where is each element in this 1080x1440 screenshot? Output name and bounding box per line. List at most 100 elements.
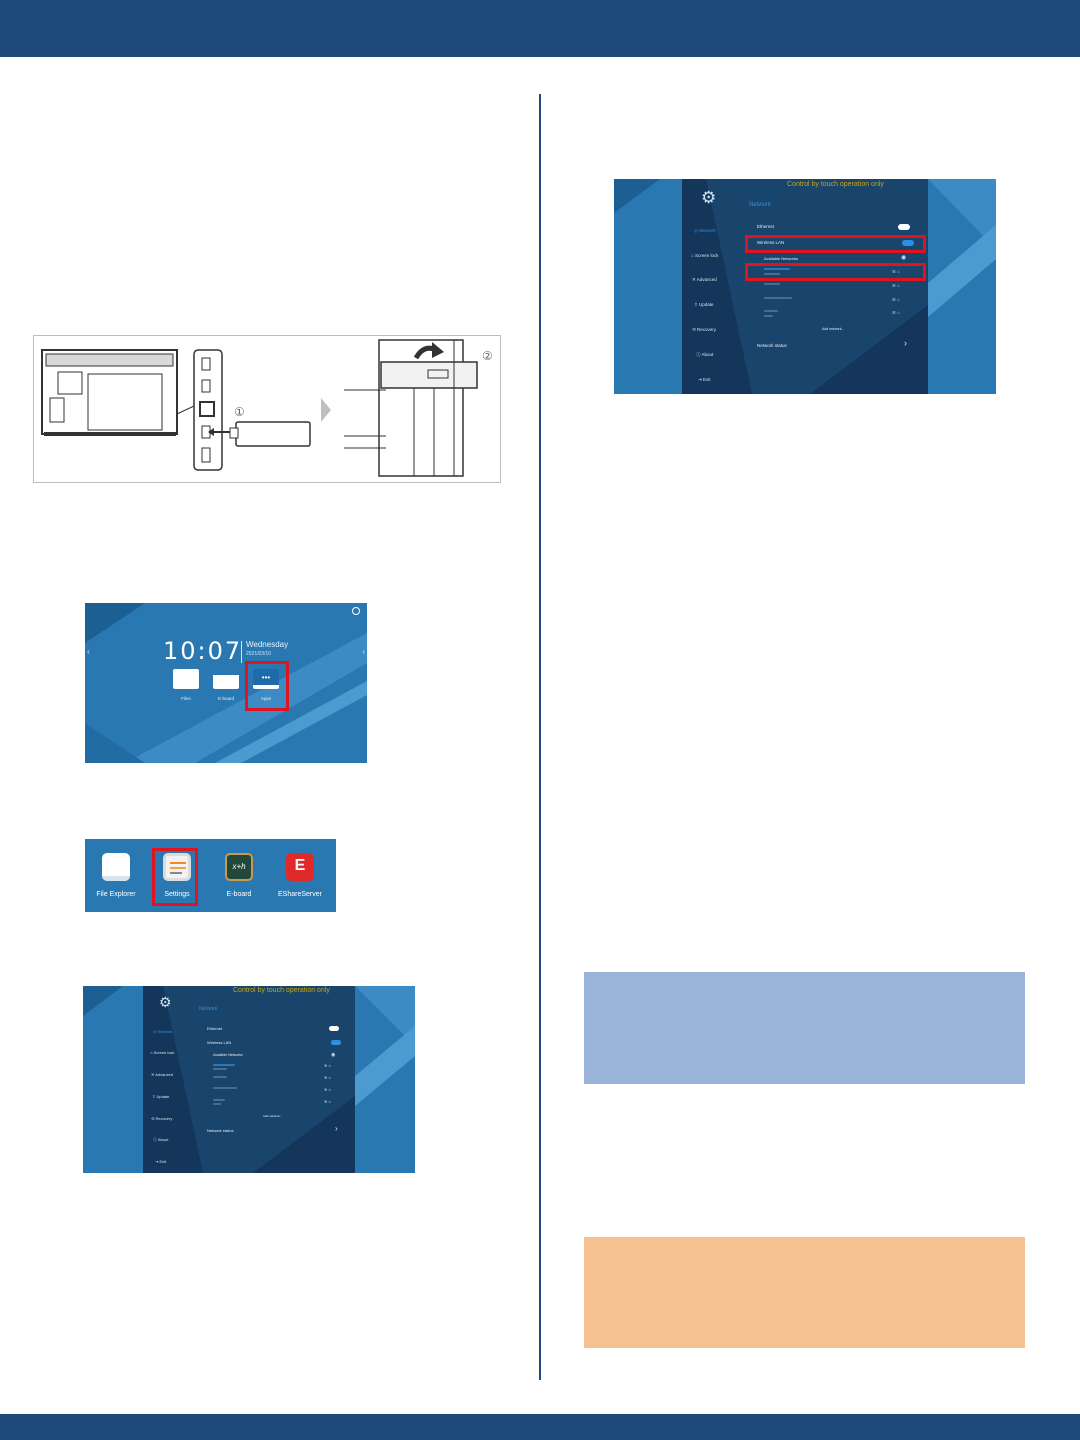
sidebar-item-recovery[interactable]: ⟲ Recovery [692, 327, 716, 333]
settings-screen-large: ⚙ Control by touch operation only Networ… [614, 179, 996, 394]
network-status-label[interactable]: Network status [757, 343, 787, 348]
sidebar-item-about[interactable]: ⓘ About [696, 352, 713, 358]
wifi-signal-icon: ≋ ⌂ [324, 1087, 331, 1092]
network-entry[interactable] [764, 310, 778, 312]
sidebar-item-network[interactable]: ◎ Network [153, 1029, 172, 1034]
panel-shading [163, 986, 355, 1173]
file-explorer-icon [173, 669, 199, 689]
recovery-icon: ⟲ [151, 1116, 156, 1121]
sidebar-item-screen-lock[interactable]: ⌂ Screen lock [691, 253, 718, 258]
settings-icon [163, 853, 191, 881]
sidebar-item-exit[interactable]: ⇥ Exit [698, 377, 711, 383]
visibility-icon[interactable]: ◉ [901, 255, 907, 261]
wifi-signal-icon: ≋ ⌂ [324, 1075, 331, 1080]
app-settings[interactable]: Settings [147, 853, 207, 898]
wireless-toggle[interactable] [902, 240, 914, 246]
note-box-blue [584, 972, 1025, 1084]
settings-background [83, 986, 415, 1106]
wifi-signal-icon: ≋ ⌂ [324, 1063, 331, 1068]
sidebar-item-advanced[interactable]: ✕ Advanced [692, 277, 717, 283]
settings-panel: ⚙ Control by touch operation only Networ… [682, 179, 928, 394]
sidebar-item-about[interactable]: ⓘ About [153, 1137, 168, 1143]
upload-icon: ⇧ [694, 302, 700, 307]
whiteboard-icon [213, 669, 239, 689]
sidebar-item-label: Update [156, 1094, 170, 1099]
info-icon: ⓘ [153, 1137, 158, 1142]
sidebar-item-label: Screen lock [153, 1050, 175, 1055]
hardware-illustration: ① ② [41, 339, 493, 477]
network-entry[interactable] [213, 1068, 227, 1070]
touch-notice: Control by touch operation only [787, 181, 884, 188]
wifi-status-icon[interactable] [352, 607, 360, 615]
home-app-label: Files [181, 696, 191, 701]
sidebar-item-exit[interactable]: ⇥ Exit [155, 1159, 166, 1164]
info-icon: ⓘ [696, 352, 702, 357]
wifi-signal-icon: ≋ ⌂ [892, 310, 900, 315]
sidebar-item-label: Screen lock [694, 253, 719, 258]
globe-icon: ◎ [153, 1029, 158, 1034]
network-entry[interactable] [764, 315, 773, 317]
weekday-label: Wednesday [246, 640, 289, 649]
settings-screen-small: ⚙ Control by touch operation only Networ… [83, 986, 415, 1173]
highlight-apps [245, 661, 289, 711]
network-entry[interactable] [764, 283, 780, 285]
chevron-right-icon[interactable]: › [904, 338, 907, 348]
ethernet-label: Ethernet [207, 1026, 223, 1031]
highlight-wireless-lan [745, 235, 926, 253]
sidebar-item-advanced[interactable]: ✕ Advanced [151, 1072, 173, 1077]
network-entry[interactable] [764, 273, 780, 275]
home-app-files[interactable]: Files [171, 669, 201, 701]
home-app-apps[interactable]: ••• Apps [251, 669, 281, 701]
available-networks-label: Available Networks [213, 1053, 243, 1057]
network-status-label[interactable]: Network status [207, 1128, 234, 1133]
wifi-signal-icon: ≋ ⌂ [892, 269, 900, 274]
gear-icon: ⚙ [159, 994, 172, 1010]
app-file-explorer[interactable]: File Explorer [86, 853, 146, 898]
network-entry[interactable] [213, 1099, 225, 1101]
home-app-eboard[interactable]: E-board [211, 669, 241, 701]
apps-icon: ••• [253, 669, 279, 689]
network-entry[interactable] [213, 1076, 227, 1078]
ethernet-toggle[interactable] [329, 1026, 339, 1031]
app-eshareserver[interactable]: E EShareServer [270, 853, 330, 898]
add-network-link[interactable]: Add network... [263, 1114, 283, 1118]
chevron-left-icon[interactable]: ‹ [87, 647, 90, 656]
tools-icon: ✕ [151, 1072, 156, 1077]
chevron-right-icon[interactable]: › [335, 1124, 338, 1133]
exit-icon: ⇥ [155, 1159, 160, 1164]
step-2-label: ② [482, 349, 493, 363]
wifi-module-installation-figure: ① ② [33, 335, 501, 483]
network-entry[interactable] [213, 1087, 237, 1089]
network-entry[interactable] [764, 297, 792, 299]
visibility-icon[interactable]: ◉ [331, 1052, 336, 1058]
app-eboard[interactable]: x+h E-board [209, 853, 269, 898]
gear-icon: ⚙ [701, 188, 717, 207]
sidebar-item-update[interactable]: ⇧ Update [152, 1094, 169, 1099]
exit-icon: ⇥ [698, 377, 704, 382]
ethernet-toggle[interactable] [898, 224, 910, 230]
home-screen-figure: ‹ ‹ 10:07 Wednesday 2021/03/10 Files E-b… [85, 603, 367, 763]
network-entry-selected[interactable] [764, 268, 790, 270]
tools-icon: ✕ [692, 277, 697, 282]
settings-panel: ⚙ Control by touch operation only Networ… [143, 986, 355, 1173]
app-label: E-board [226, 891, 252, 898]
ethernet-label: Ethernet [757, 224, 775, 229]
sidebar-item-label: Recovery [697, 327, 717, 332]
step-1-label: ① [234, 405, 245, 419]
network-entry[interactable] [213, 1103, 221, 1105]
network-entry-selected[interactable] [213, 1064, 235, 1066]
home-app-label: E-board [217, 696, 234, 701]
date-label: 2021/03/10 [246, 651, 272, 657]
sidebar-item-recovery[interactable]: ⟲ Recovery [151, 1116, 172, 1121]
sidebar-item-network[interactable]: ◎ Network [694, 228, 716, 234]
apps-screen-figure: File Explorer Settings x+h E-board E ESh… [85, 839, 336, 912]
sidebar-item-update[interactable]: ⇧ Update [694, 302, 714, 308]
chevron-right-icon[interactable]: ‹ [362, 647, 365, 656]
add-network-link[interactable]: Add network... [822, 327, 845, 331]
wireless-toggle[interactable] [331, 1040, 341, 1045]
clock-time: 10:07 [163, 637, 243, 665]
clock-separator [241, 641, 242, 663]
sidebar-item-screen-lock[interactable]: ⌂ Screen lock [150, 1050, 174, 1055]
eshare-icon: E [286, 853, 314, 881]
